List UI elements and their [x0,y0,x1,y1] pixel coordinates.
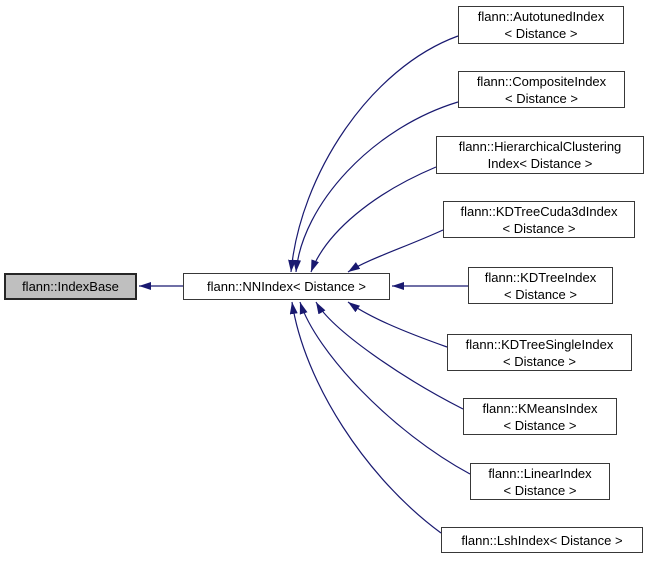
class-name: flann::AutotunedIndex [477,9,605,24]
class-name: flann::LshIndex< Distance > [461,532,623,548]
class-name: flann::KDTreeCuda3dIndex [460,203,618,219]
class-node-kmeans-index[interactable]: flann::KMeansIndex < Distance > [463,398,617,435]
class-node-kdtree-cuda3d-index[interactable]: flann::KDTreeCuda3dIndex < Distance > [443,201,635,238]
template-param: < Distance > [504,26,578,41]
template-param: < Distance > [503,482,577,498]
class-node-nnindex[interactable]: flann::NNIndex< Distance > [183,273,390,300]
template-param: < Distance > [504,286,577,302]
class-node-index-base: flann::IndexBase [4,273,137,300]
class-name: flann::HierarchicalClustering [458,139,622,154]
class-name: flann::KMeansIndex [482,400,598,416]
class-name: flann::KDTreeSingleIndex [465,336,614,352]
class-node-hierarchical-clustering-index[interactable]: flann::HierarchicalClustering Index< Dis… [436,136,644,174]
edge-composite-to-nnindex [293,101,459,273]
edge-kdtreecuda3d-to-nnindex [347,229,444,273]
edge-lsh-to-nnindex [289,301,442,534]
template-param: Index< Distance > [487,156,593,171]
template-param: < Distance > [505,90,578,106]
edge-linear-to-nnindex [299,301,471,475]
class-name: flann::LinearIndex [488,465,592,481]
class-node-linear-index[interactable]: flann::LinearIndex < Distance > [470,463,610,500]
class-node-composite-index[interactable]: flann::CompositeIndex < Distance > [458,71,625,108]
edge-autotuned-to-nnindex [288,35,459,273]
class-node-kdtree-index[interactable]: flann::KDTreeIndex < Distance > [468,267,613,304]
class-name: flann::IndexBase [22,279,119,294]
template-param: < Distance > [503,353,576,369]
edge-kdtreesingle-to-nnindex [347,301,448,348]
class-node-lsh-index[interactable]: flann::LshIndex< Distance > [441,527,643,553]
class-name: flann::CompositeIndex [476,73,607,89]
edge-hierarchicalclustering-to-nnindex [310,166,437,273]
template-param: < Distance > [502,220,576,236]
class-node-autotuned-index[interactable]: flann::AutotunedIndex < Distance > [458,6,624,44]
class-name: flann::NNIndex< Distance > [207,279,366,294]
class-name: flann::KDTreeIndex [484,269,597,285]
template-param: < Distance > [503,417,577,433]
class-node-kdtree-single-index[interactable]: flann::KDTreeSingleIndex < Distance > [447,334,632,371]
edge-kmeans-to-nnindex [315,301,464,410]
